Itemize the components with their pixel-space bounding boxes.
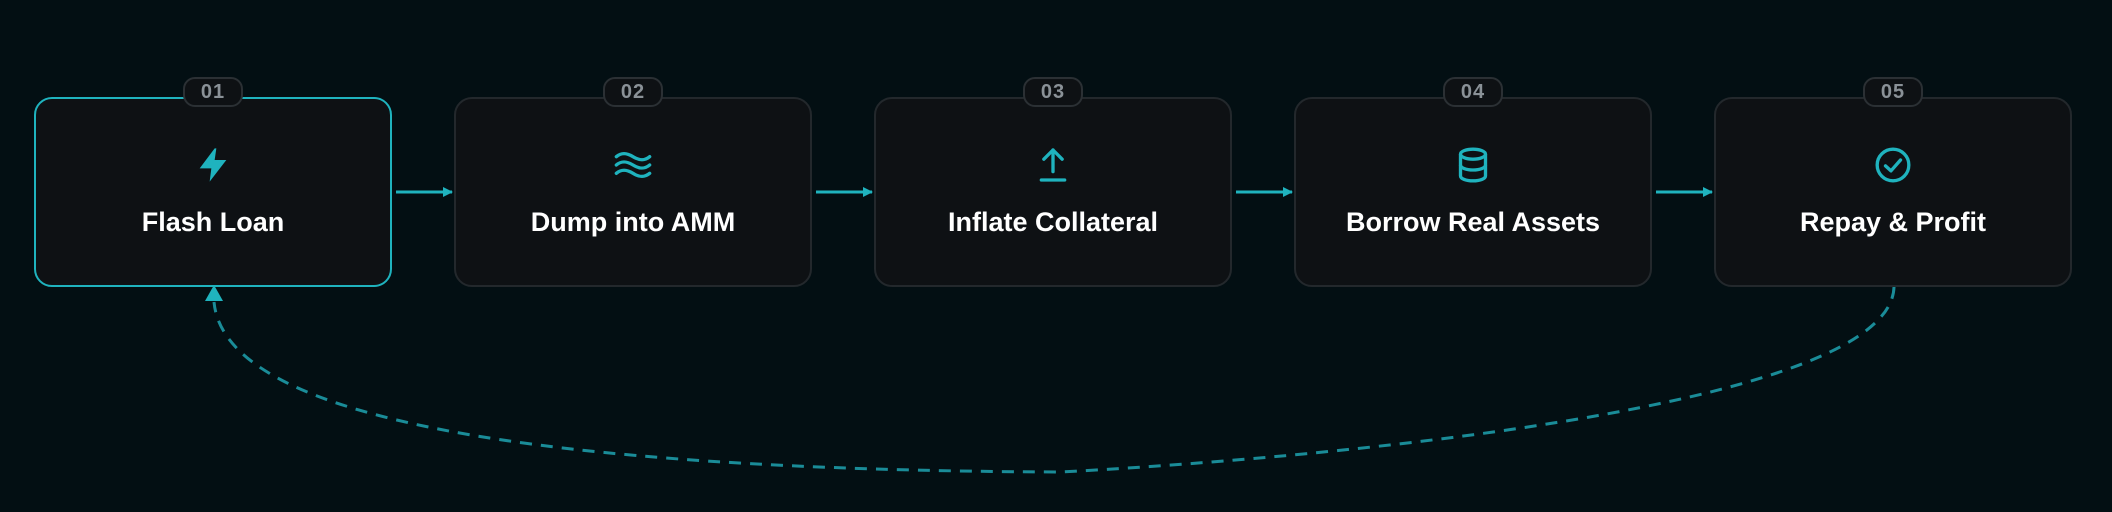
arrow-up-icon xyxy=(1033,145,1073,185)
step-label: Dump into AMM xyxy=(530,207,736,237)
step-number: 03 xyxy=(1023,77,1083,107)
database-stack-icon xyxy=(1453,145,1493,185)
step-number: 02 xyxy=(603,77,663,107)
step-label: Flash Loan xyxy=(141,207,285,237)
step-card-flash-loan: 01 Flash Loan xyxy=(34,77,392,287)
lightning-bolt-icon xyxy=(193,145,233,185)
loop-back-dashed-arrow xyxy=(212,286,1896,474)
step-number: 04 xyxy=(1443,77,1503,107)
step-label: Repay & Profit xyxy=(1799,207,1987,237)
step-number: 05 xyxy=(1863,77,1923,107)
step-card-repay-and-profit: 05 Repay & Profit xyxy=(1714,77,2072,287)
loop-arrowhead xyxy=(205,285,223,301)
step-label: Inflate Collateral xyxy=(947,207,1159,237)
step-card-dump-into-amm: 02 Dump into AMM xyxy=(454,77,812,287)
check-circle-icon xyxy=(1873,145,1913,185)
step-card-borrow-real-assets: 04 Borrow Real Assets xyxy=(1294,77,1652,287)
step-number: 01 xyxy=(183,77,243,107)
step-card-inflate-collateral: 03 Inflate Collateral xyxy=(874,77,1232,287)
step-label: Borrow Real Assets xyxy=(1345,207,1601,237)
waves-icon xyxy=(613,145,653,185)
